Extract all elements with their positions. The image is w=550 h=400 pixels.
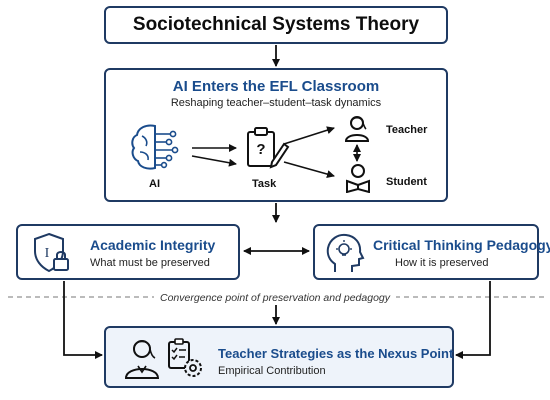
student-icon bbox=[346, 164, 370, 193]
convergence-label-row: Convergence point of preservation and pe… bbox=[0, 292, 550, 304]
critical-thinking-box: Critical Thinking Pedagogy How it is pre… bbox=[313, 224, 550, 280]
academic-integrity-title: Academic Integrity bbox=[90, 237, 216, 253]
svg-text:I: I bbox=[45, 246, 50, 261]
convergence-label: Convergence point of preservation and pe… bbox=[154, 292, 396, 304]
teacher-strategies-title: Teacher Strategies as the Nexus Point bbox=[218, 346, 454, 361]
theory-title: Sociotechnical Systems Theory bbox=[132, 14, 420, 35]
teacher-person-icon bbox=[124, 340, 160, 379]
ai-internal-arrows bbox=[191, 126, 361, 178]
brain-circuit-icon bbox=[131, 124, 179, 170]
student-label: Student bbox=[386, 176, 427, 188]
critical-thinking-subtitle: How it is preserved bbox=[395, 257, 489, 269]
arrow-left-to-bottom bbox=[63, 281, 103, 359]
settings-checklist-icon bbox=[168, 338, 202, 377]
task-label: Task bbox=[252, 178, 277, 190]
teacher-strategies-box: Teacher Strategies as the Nexus Point Em… bbox=[104, 326, 454, 388]
teacher-icon bbox=[344, 116, 370, 142]
arrow-task-to-teacher bbox=[283, 126, 335, 145]
ai-section-title: AI Enters the EFL Classroom bbox=[172, 78, 380, 95]
ai-classroom-box: AI Enters the EFL Classroom Reshaping te… bbox=[104, 68, 448, 202]
ai-section-subtitle: Reshaping teacher–student–task dynamics bbox=[170, 97, 382, 109]
academic-integrity-box: I Academic Integrity What must be preser… bbox=[16, 224, 240, 280]
arrow-ai-to-task-2 bbox=[191, 155, 237, 167]
shield-lock-icon: I bbox=[34, 232, 69, 273]
clipboard-pencil-icon: ? bbox=[247, 127, 290, 169]
theory-box: Sociotechnical Systems Theory bbox=[104, 6, 448, 44]
critical-thinking-title: Critical Thinking Pedagogy bbox=[373, 237, 550, 253]
lightbulb-head-icon bbox=[326, 233, 365, 272]
teacher-label: Teacher bbox=[386, 124, 428, 136]
ai-label: AI bbox=[149, 178, 160, 190]
academic-integrity-subtitle: What must be preserved bbox=[90, 257, 210, 269]
arrow-right-to-bottom bbox=[455, 281, 491, 359]
teacher-strategies-subtitle: Empirical Contribution bbox=[218, 365, 326, 377]
svg-text:?: ? bbox=[256, 141, 265, 158]
arrow-task-to-student bbox=[283, 161, 335, 178]
